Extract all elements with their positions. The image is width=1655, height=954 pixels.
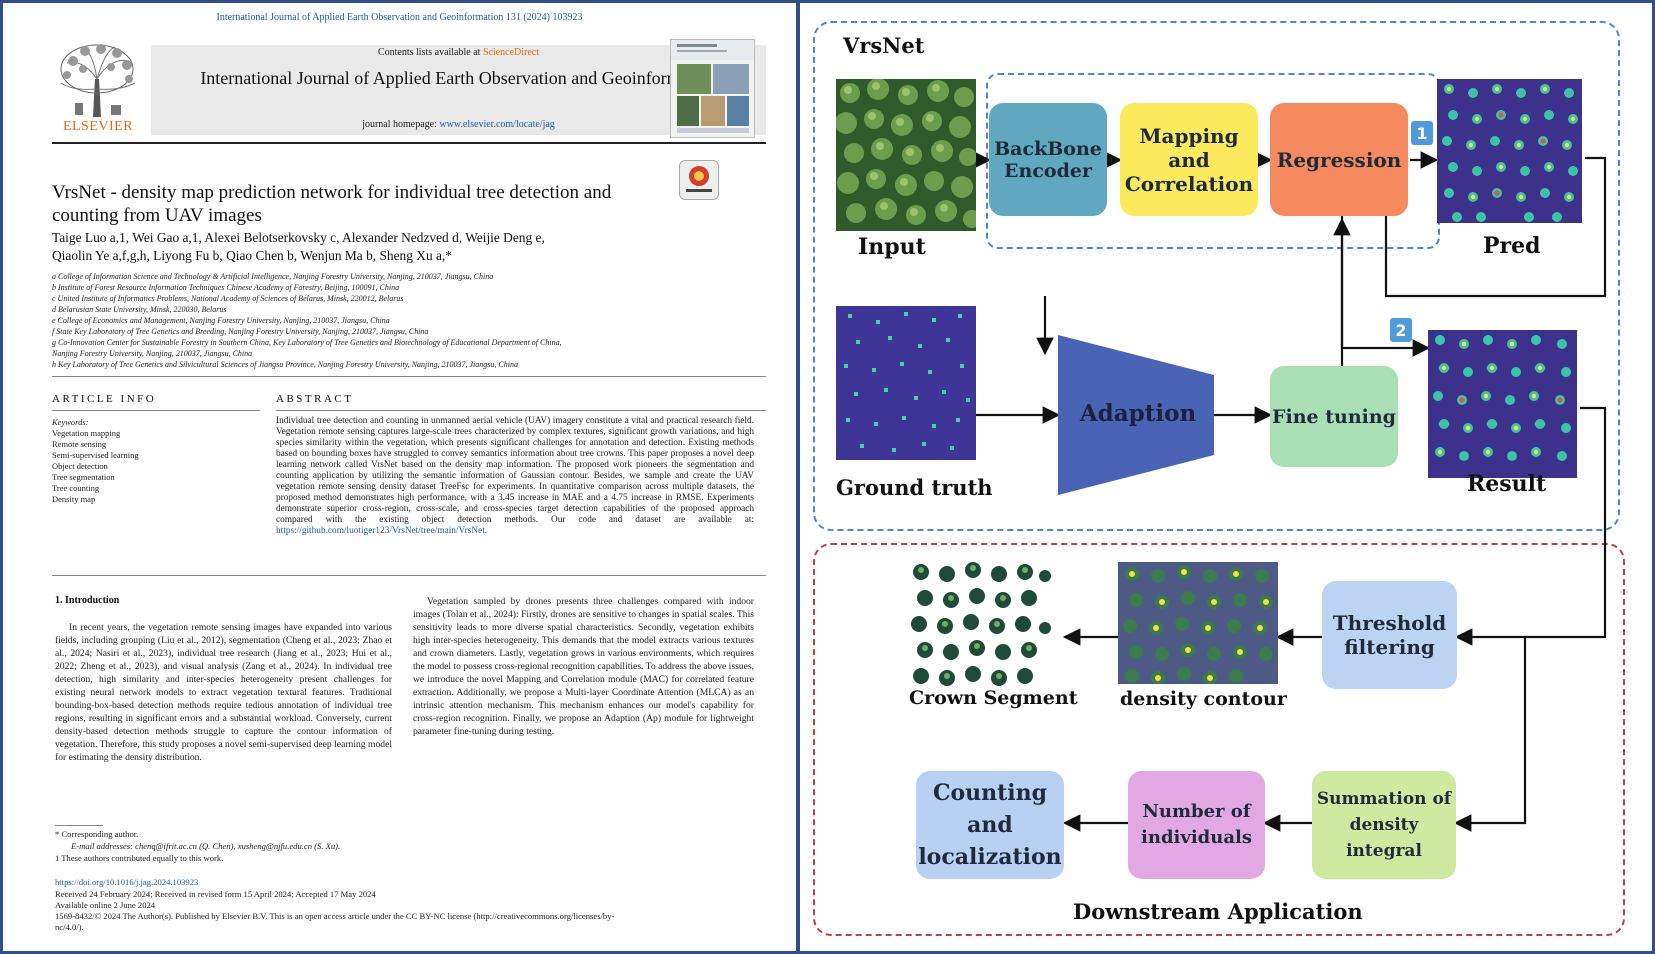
masthead-rule	[52, 142, 766, 144]
elsevier-tree-logo	[53, 39, 143, 119]
introduction-heading: 1. Introduction	[55, 595, 120, 606]
pred-density-map	[1437, 79, 1582, 223]
ground-truth-label: Ground truth	[836, 475, 993, 500]
affiliation: d Belarusian State University, Minsk, 22…	[52, 305, 227, 314]
code-link[interactable]: https://github.com/luotiger123/VrsNet/tr…	[276, 526, 488, 536]
vrsnet-container	[813, 21, 1620, 531]
downstream-application-label: Downstream Application	[1073, 899, 1363, 924]
journal-cover-thumbnail	[670, 39, 755, 138]
affiliation: g Co-Innovation Center for Sustainable F…	[52, 338, 562, 347]
keyword: Remote sensing	[52, 439, 107, 449]
abstract-heading: ABSTRACT	[276, 393, 354, 405]
publisher-wordmark: ELSEVIER	[62, 119, 134, 134]
step-marker-1: 1	[1411, 121, 1433, 145]
article-info-rule	[52, 410, 260, 411]
keyword: Tree counting	[52, 483, 100, 493]
journal-reference[interactable]: International Journal of Applied Earth O…	[216, 12, 583, 23]
keyword: Tree segmentation	[52, 472, 115, 482]
adaption-block	[1058, 335, 1214, 495]
affiliation: b Institute of Forest Resource Informati…	[52, 283, 400, 292]
abstract-bottom-rule	[52, 575, 766, 576]
regression-box: Regression	[1270, 103, 1408, 216]
homepage-link[interactable]: www.elsevier.com/locate/jag	[439, 119, 555, 130]
license-line: nc/4.0/).	[55, 922, 84, 932]
crown-segment-label: Crown Segment	[909, 687, 1078, 709]
input-label: Input	[858, 234, 926, 260]
authors-line-2: Qiaolin Ye a,f,g,h, Liyong Fu b, Qiao Ch…	[52, 248, 452, 263]
input-aerial-image	[836, 79, 976, 231]
received-line: Received 24 February 2024; Received in r…	[55, 889, 376, 899]
result-density-map	[1428, 330, 1577, 478]
check-for-updates-badge[interactable]	[679, 160, 719, 200]
backbone-encoder-box: BackBone Encoder	[989, 103, 1107, 216]
footnote: * Corresponding author.	[55, 829, 139, 839]
threshold-filtering-box: Threshold filtering	[1322, 581, 1457, 689]
sciencedirect-link[interactable]: ScienceDirect	[482, 47, 540, 58]
paper-title: VrsNet - density map prediction network …	[52, 182, 612, 226]
homepage-prefix: journal homepage:	[362, 119, 440, 130]
doi-line: https://doi.org/10.1016/j.jag.2024.10392…	[55, 877, 198, 888]
authors: Taige Luo a,1, Wei Gao a,1, Alexei Belot…	[52, 229, 752, 265]
keyword: Vegetation mapping	[52, 428, 121, 438]
affiliation: h Key Laboratory of Tree Genetics and Si…	[52, 360, 518, 369]
contents-prefix: Contents lists available at	[377, 47, 483, 58]
abstract-body: Individual tree detection and counting i…	[276, 416, 754, 525]
journal-title: International Journal of Applied Earth O…	[200, 68, 717, 88]
article-info-heading: ARTICLE INFO	[52, 393, 157, 405]
available-line: Available online 2 June 2024	[55, 900, 156, 910]
affiliation: f State Key Laboratory of Tree Genetics …	[52, 327, 429, 336]
footnote-rule	[55, 825, 103, 826]
affiliation: a College of Information Science and Tec…	[52, 272, 494, 281]
ground-truth-map	[836, 306, 976, 460]
abstract-rule	[276, 410, 766, 411]
doi-link[interactable]: https://doi.org/10.1016/j.jag.2024.10392…	[55, 877, 199, 887]
pred-label: Pred	[1483, 233, 1541, 259]
contents-line: Contents lists available at ScienceDirec…	[151, 47, 766, 58]
mapping-correlation-box: Mapping and Correlation	[1120, 103, 1258, 216]
step-marker-2: 2	[1390, 318, 1412, 342]
footnote: 1 These authors contributed equally to t…	[55, 853, 224, 863]
intro-right-column: Vegetation sampled by drones presents th…	[413, 596, 754, 737]
authors-line-1: Taige Luo a,1, Wei Gao a,1, Alexei Belot…	[52, 230, 545, 245]
vrsnet-figure: VrsNet	[800, 3, 1652, 951]
paper-page: International Journal of Applied Earth O…	[3, 3, 796, 951]
abstract-text: Individual tree detection and counting i…	[276, 416, 754, 537]
summation-density-integral-box: Summation of density integral	[1312, 771, 1456, 879]
density-contour-label: density contour	[1120, 688, 1287, 710]
keywords-label: Keywords:	[52, 417, 89, 427]
vrsnet-label: VrsNet	[843, 33, 925, 58]
keyword: Object detection	[52, 461, 108, 471]
density-contour-image	[1118, 562, 1278, 684]
keyword: Semi-supervised learning	[52, 450, 139, 460]
keyword: Density map	[52, 494, 96, 504]
affiliation: c United Institute of Informatics Proble…	[52, 294, 404, 303]
downstream-container	[813, 543, 1625, 936]
crown-segment-image	[909, 562, 1051, 692]
adaption-label: Adaption	[1079, 400, 1197, 427]
homepage-line: journal homepage: www.elsevier.com/locat…	[151, 119, 766, 130]
footnote-email: E-mail addresses: chenq@ifrit.ac.cn (Q. …	[71, 841, 341, 851]
affiliation: e College of Economics and Management, N…	[52, 316, 390, 325]
check-updates-icon	[686, 166, 712, 192]
front-matter-rule	[52, 376, 766, 377]
result-label: Result	[1467, 471, 1547, 497]
masthead-band	[151, 45, 766, 135]
license-line: 1569-8432/© 2024 The Author(s). Publishe…	[55, 911, 615, 921]
number-of-individuals-box: Number of individuals	[1128, 771, 1265, 879]
fine-tuning-box: Fine tuning	[1270, 366, 1398, 467]
counting-localization-box: Counting and localization	[916, 771, 1064, 879]
intro-left-column: In recent years, the vegetation remote s…	[55, 622, 392, 763]
flow-arrows	[973, 151, 1607, 832]
affiliation: Nanjing Forestry University, Nanjing, 21…	[52, 349, 253, 358]
